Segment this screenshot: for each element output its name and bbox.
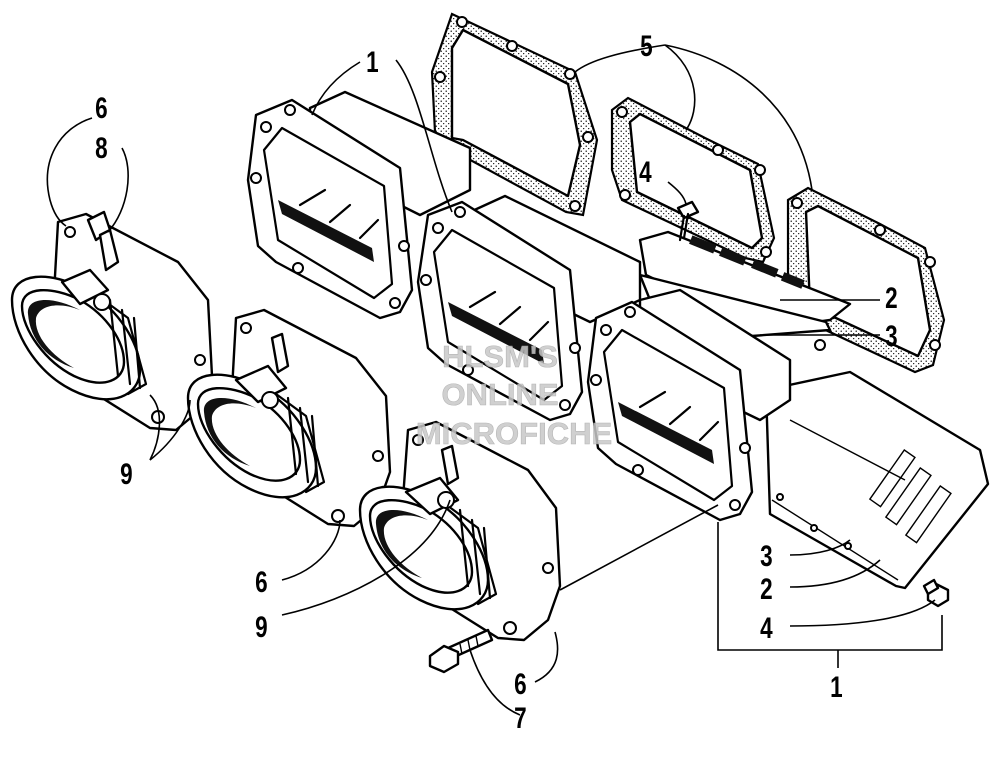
watermark-line-2: ONLINE [441, 377, 558, 412]
callout-2-right: 2 [885, 281, 898, 315]
reed-cage-right [586, 288, 792, 522]
callout-4-top: 4 [639, 155, 652, 189]
bolt [428, 628, 494, 674]
reed-cage-left [246, 90, 472, 320]
callout-7: 7 [514, 701, 527, 735]
reed-petal-upper [638, 230, 852, 338]
gasket-right [786, 186, 946, 374]
leader-lines [46, 44, 943, 716]
watermark-line-3: MICROFICHE [416, 416, 612, 451]
watermark-line-1: HLSM'S [442, 339, 558, 374]
flange-middle [186, 308, 392, 528]
callout-6-mid: 6 [255, 565, 268, 599]
watermark: HLSM'S ONLINE MICROFICHE [416, 339, 613, 452]
callout-9-mid: 9 [255, 610, 268, 644]
callout-3-right: 3 [885, 319, 898, 353]
callout-1-low: 1 [830, 670, 843, 704]
callout-5: 5 [640, 29, 653, 63]
callout-2-low: 2 [760, 572, 773, 606]
gasket-middle [610, 96, 776, 264]
callout-3-low: 3 [760, 539, 773, 573]
screw-top [676, 200, 700, 242]
callout-6-low: 6 [514, 667, 527, 701]
callout-8: 8 [95, 131, 108, 165]
callout-6-top: 6 [95, 91, 108, 125]
reed-cage-middle [416, 194, 642, 422]
callout-9-left: 9 [120, 457, 133, 491]
screw-low [922, 578, 950, 608]
callout-labels: 1 5 6 8 4 2 3 9 6 9 3 2 4 6 7 1 [95, 29, 898, 735]
flange-left [10, 210, 214, 432]
callout-1-top: 1 [366, 45, 379, 79]
reed-petal-lower [764, 370, 990, 590]
callout-4-low: 4 [760, 611, 773, 645]
